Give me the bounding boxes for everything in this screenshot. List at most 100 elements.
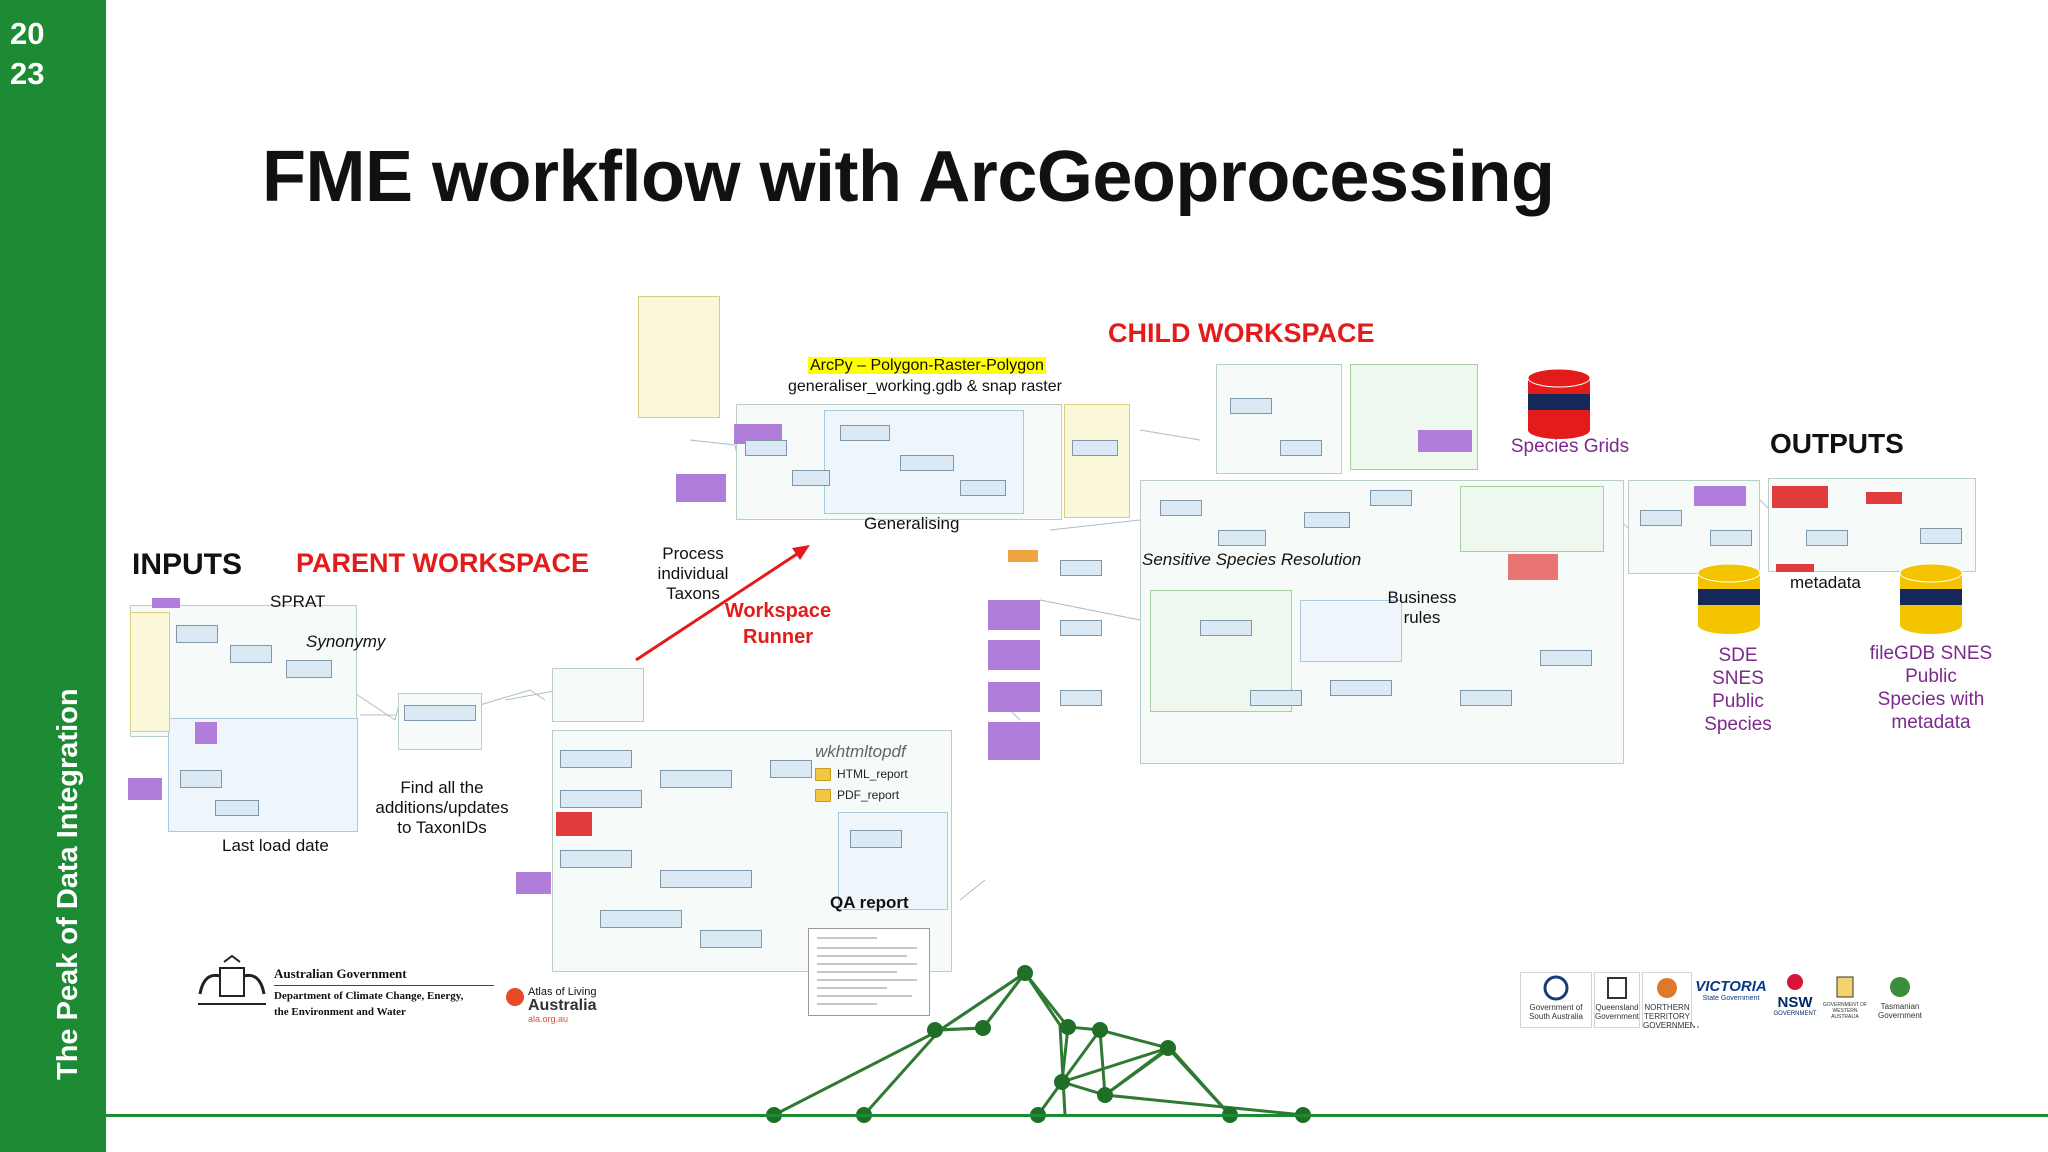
sa-emblem-icon [1543, 975, 1569, 1001]
find-updates-line: to TaxonIDs [397, 818, 487, 837]
business-rules-line: Business [1387, 588, 1457, 607]
find-updates-line: additions/updates [375, 798, 509, 817]
qld-logo: Queensland Government [1594, 972, 1640, 1028]
doc-line [817, 1003, 877, 1005]
database-icon [1697, 563, 1761, 634]
transformer-node [792, 470, 830, 486]
slide-title: FME workflow with ArcGeoprocessing [262, 137, 1555, 217]
qld-emblem-icon [1607, 977, 1627, 999]
transformer-node [1640, 510, 1682, 526]
transformer-node [404, 705, 476, 721]
sde-output-label: SDE SNES Public Species [1688, 644, 1788, 736]
note-purple [152, 598, 180, 608]
note-purple [516, 872, 551, 894]
filegdb-line: Public [1905, 666, 1957, 687]
sidebar: 20 23 The Peak of Data Integration [0, 0, 106, 1152]
input-notes-canvas [130, 612, 170, 732]
note-purple [988, 682, 1040, 712]
transformer-node [1072, 440, 1118, 456]
transformer-node [1460, 690, 1512, 706]
note-purple [988, 600, 1040, 630]
wa-emblem-icon [1836, 976, 1854, 998]
filegdb-output-label: fileGDB SNES Public Species with metadat… [1856, 642, 2006, 734]
year-bottom: 23 [10, 56, 45, 91]
doc-line [817, 987, 887, 989]
ala-line1: Atlas of Living [528, 986, 597, 998]
qa-report-thumbnail [808, 928, 930, 1016]
transformer-node [1060, 560, 1102, 576]
workspace-runner-line: Runner [743, 626, 813, 648]
transformer-node [660, 770, 732, 788]
note-red [556, 812, 592, 836]
generalising-label: Generalising [864, 514, 960, 533]
transformer-node [1230, 398, 1272, 414]
mountain-network-nodes [766, 965, 1311, 1123]
find-updates-line: Find all the [400, 778, 484, 797]
sa-label: Government of South Australia [1529, 1003, 1583, 1021]
transformer-node [840, 425, 890, 441]
html-report-label: HTML_report [837, 767, 908, 781]
coat-of-arms-icon [198, 954, 266, 1005]
vic-logo: VICTORIA State Government [1694, 972, 1768, 1026]
transformer-node [745, 440, 787, 456]
transformer-node [1280, 440, 1322, 456]
nsw-sub-label: GOVERNMENT [1773, 1011, 1817, 1017]
inputs-heading: INPUTS [132, 548, 243, 581]
sde-line: Species [1704, 714, 1772, 735]
transformer-node [770, 760, 812, 778]
process-taxons-label: Process individual Taxons [648, 544, 738, 604]
process-line: Taxons [666, 584, 720, 603]
child-sub-canvas [1460, 486, 1604, 552]
transformer-node [900, 455, 954, 471]
ala-logo: Atlas of Living Australia ala.org.au [502, 984, 606, 1026]
transformer-node [1060, 690, 1102, 706]
transformer-node [850, 830, 902, 848]
filegdb-line: metadata [1891, 712, 1971, 733]
business-rules-label: Business rules [1384, 588, 1460, 628]
nt-label: NORTHERN TERRITORY GOVERNMENT [1643, 1003, 1701, 1030]
doc-line [817, 937, 877, 939]
transformer-node [1250, 690, 1302, 706]
transformer-node [1060, 620, 1102, 636]
note-purple [988, 640, 1040, 670]
state-logos-strip: Government of South Australia Queensland… [1520, 972, 1930, 1030]
note-purple [676, 474, 726, 502]
workspace-runner-line: Workspace [724, 600, 832, 622]
outputs-heading: OUTPUTS [1770, 428, 1904, 459]
folder-icon [815, 767, 831, 781]
parent-workspace-heading: PARENT WORKSPACE [296, 548, 590, 578]
transformer-node [180, 770, 222, 788]
child-workspace-heading: CHILD WORKSPACE [1108, 318, 1375, 348]
dept-label-1: Department of Climate Change, Energy, [274, 990, 464, 1002]
transformer-node [560, 750, 632, 768]
ala-url: ala.org.au [528, 1014, 569, 1024]
ala-line2: Australia [528, 997, 597, 1014]
database-icon [1899, 563, 1963, 634]
qa-sub-canvas [838, 812, 948, 910]
transformer-node [1370, 490, 1412, 506]
metadata-label: metadata [1790, 573, 1861, 592]
transformer-node [1218, 530, 1266, 546]
note-purple [128, 778, 162, 800]
wa-logo: GOVERNMENT OF WESTERN AUSTRALIA [1822, 972, 1868, 1026]
sde-line: SDE [1718, 645, 1758, 666]
workspace-runner-label: Workspace Runner [716, 598, 840, 650]
transformer-node [1160, 500, 1202, 516]
process-line: Process [662, 544, 724, 563]
dept-label-2: the Environment and Water [274, 1006, 406, 1018]
pdf-report-label: PDF_report [837, 788, 900, 802]
transformer-node [700, 930, 762, 948]
transformer-node [1920, 528, 1962, 544]
doc-line [817, 947, 917, 949]
doc-line [817, 971, 897, 973]
tas-emblem-icon [1890, 977, 1910, 997]
logo-divider [274, 985, 494, 986]
filegdb-line: fileGDB SNES [1869, 643, 1993, 664]
transformer-node [960, 480, 1006, 496]
nsw-label: NSW [1777, 994, 1813, 1011]
transformer-node [560, 790, 642, 808]
last-load-date-label: Last load date [222, 836, 329, 855]
note-purple [195, 722, 217, 744]
doc-line [817, 979, 917, 981]
